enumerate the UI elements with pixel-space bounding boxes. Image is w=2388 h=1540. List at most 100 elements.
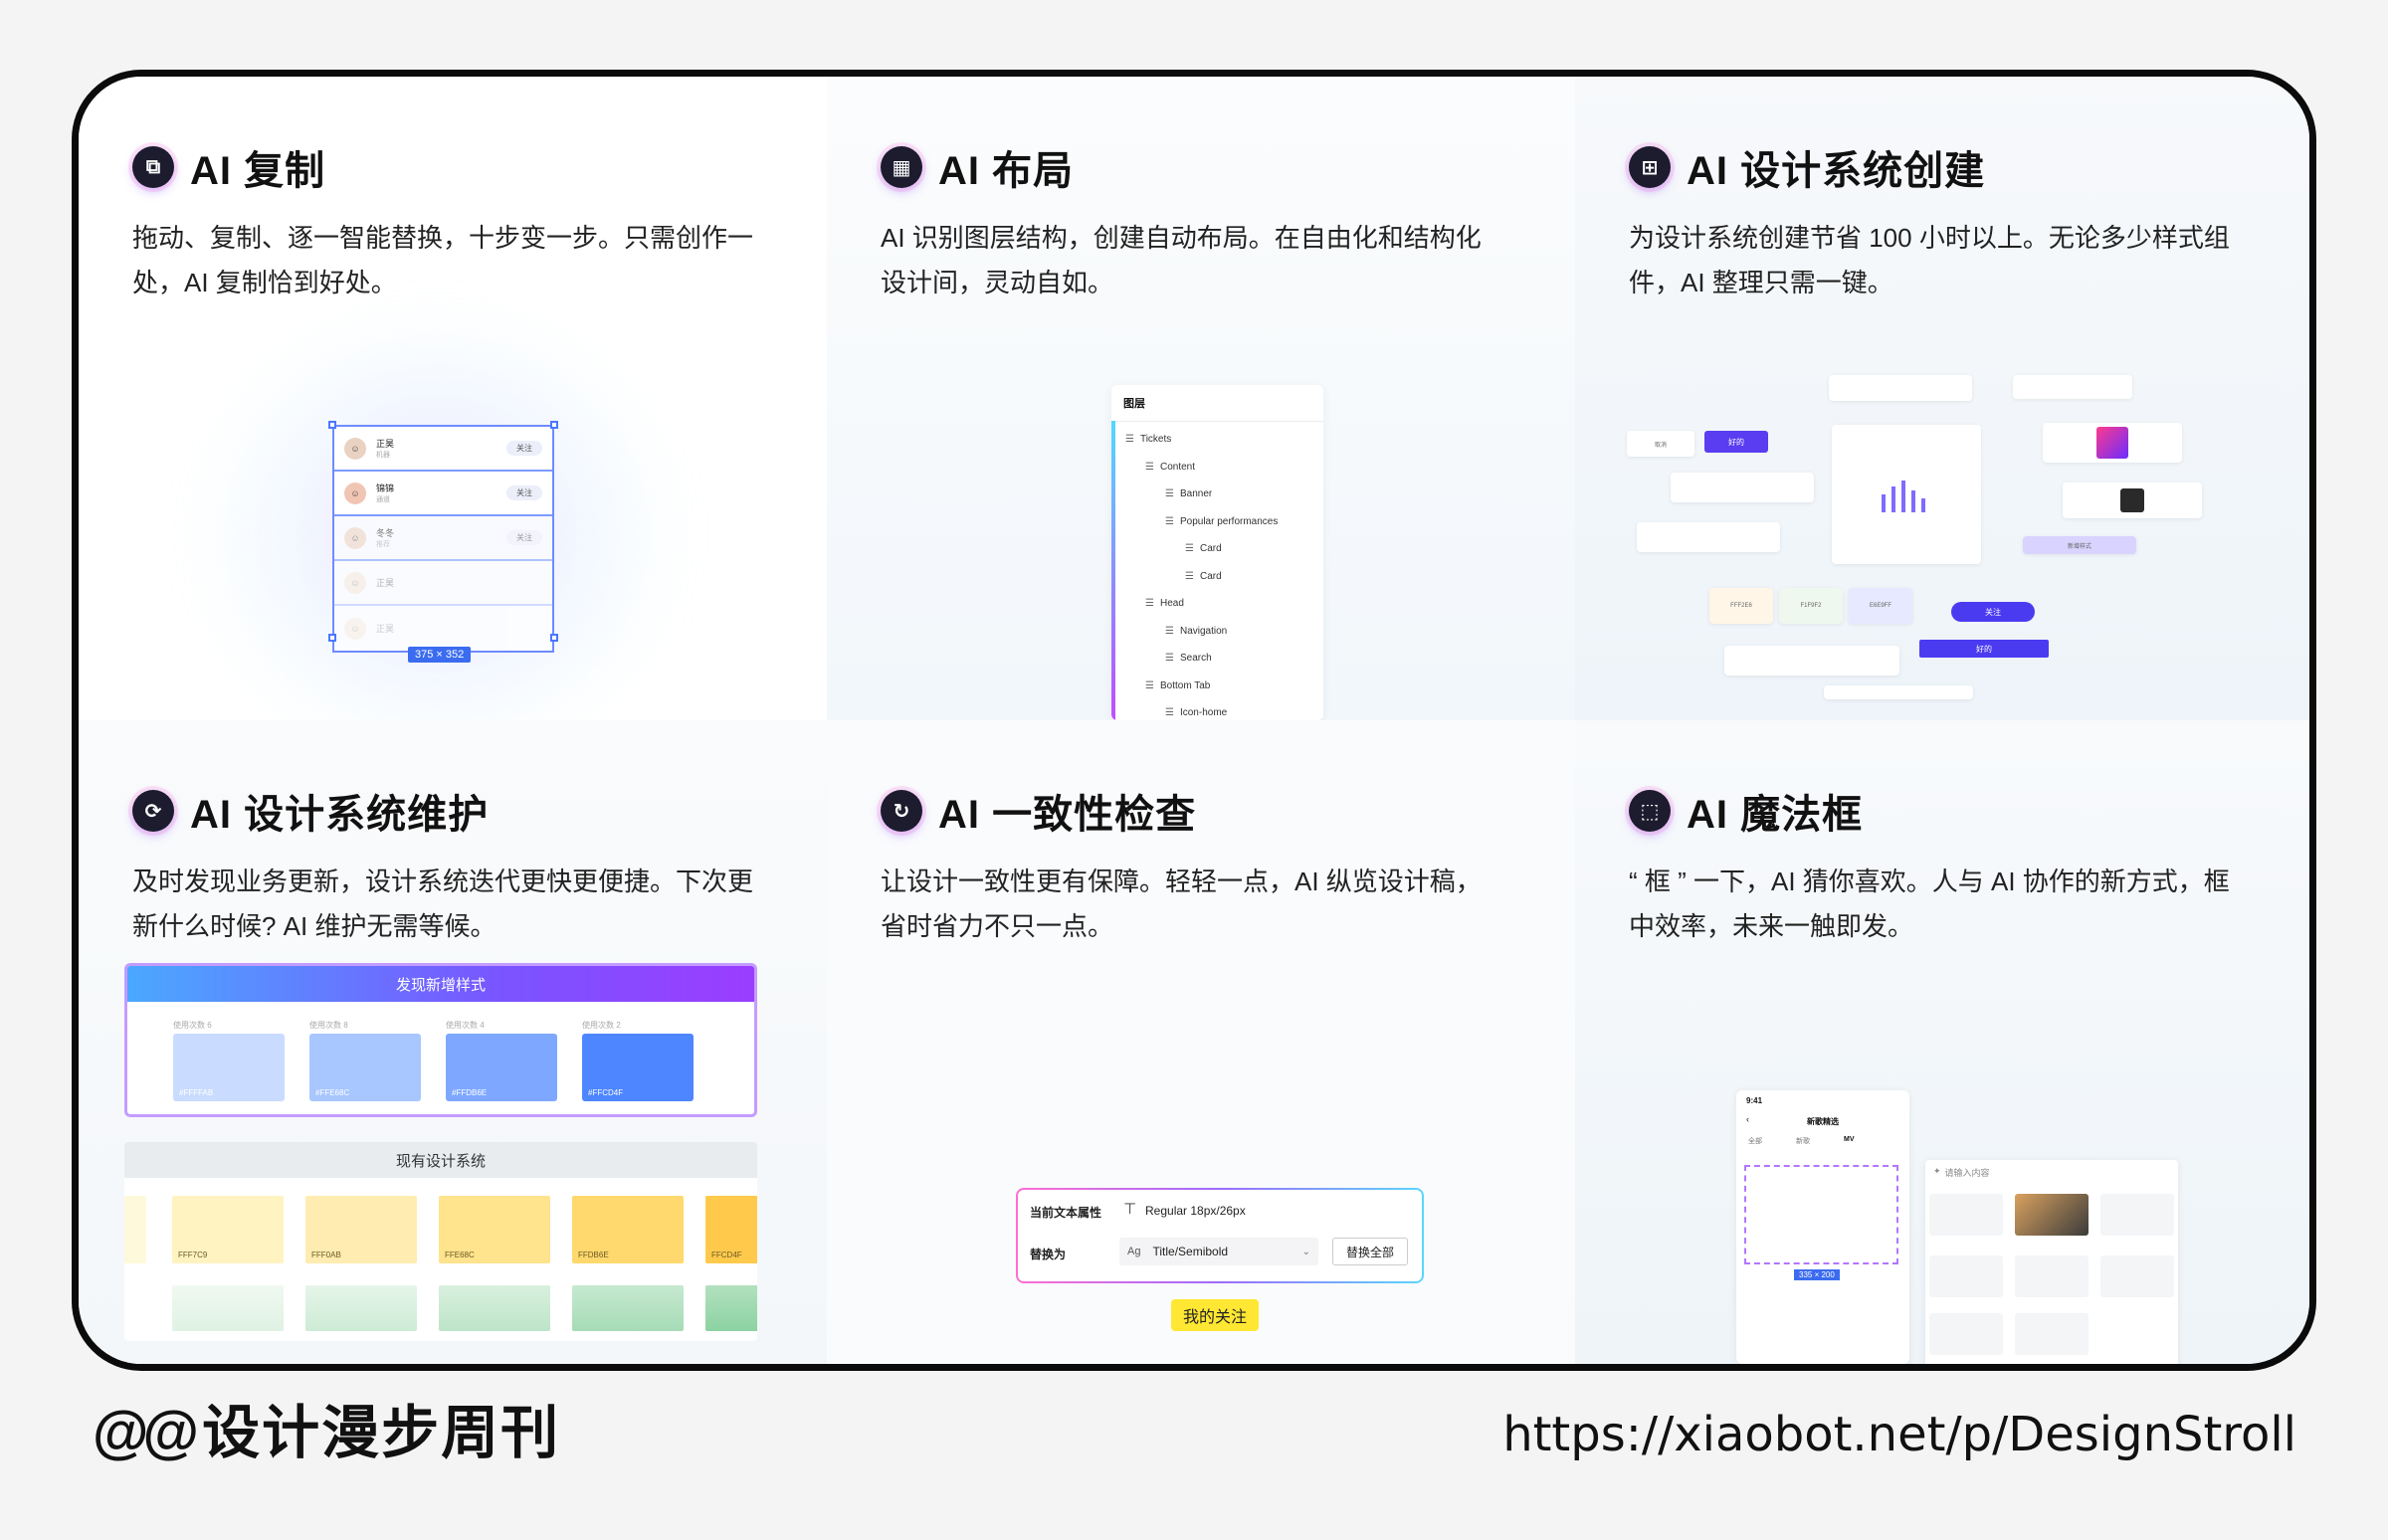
new-style-chip: 新增样式	[2023, 536, 2136, 554]
component-preview	[1829, 375, 1972, 401]
phone-mockup: 9:41 ‹ 新歌精选 全部 新歌 MV 335 × 200	[1736, 1090, 1909, 1364]
card-title: AI 布局	[938, 149, 1075, 193]
card-ai-consistency: ↻ AI 一致性检查 让设计一致性更有保障。轻轻一点，AI 纵览设计稿， 省时省…	[827, 720, 1575, 1364]
suggestion-item[interactable]	[1929, 1194, 2003, 1236]
color-swatch[interactable]: FFE68C	[439, 1196, 550, 1263]
suggestion-item[interactable]	[2015, 1194, 2089, 1236]
suggestion-item[interactable]	[1929, 1313, 2003, 1355]
magic-frame-icon: ⬚	[1629, 790, 1671, 832]
card-title: AI 设计系统创建	[1687, 149, 1986, 193]
color-swatch[interactable]: FFCD4F	[705, 1196, 757, 1263]
layer-item[interactable]: ☰Head	[1145, 598, 1184, 610]
tab-new[interactable]: 新歌	[1796, 1138, 1810, 1145]
replace-style-select[interactable]: Ag Title/Semibold ⌄	[1119, 1238, 1318, 1265]
layer-icon: ☰	[1165, 515, 1174, 527]
text-style-icon: ⊤	[1123, 1201, 1137, 1218]
suggestion-item[interactable]	[2015, 1313, 2089, 1355]
card-title: AI 一致性检查	[938, 793, 1197, 837]
brand-name: 设计漫步周刊	[202, 1401, 561, 1465]
card-ai-system-create: ⊞ AI 设计系统创建 为设计系统创建节省 100 小时以上。无论多少样式组 件…	[1575, 77, 2309, 720]
layer-icon: ☰	[1145, 679, 1154, 691]
list-item: ☺ 正昊	[334, 606, 552, 651]
new-styles-panel: 发现新增样式 使用次数 6 使用次数 8 使用次数 4 使用次数 2 #FFFF…	[124, 963, 757, 1117]
layer-item[interactable]: ☰Search	[1165, 653, 1212, 665]
card-header: ⊞ AI 设计系统创建	[1629, 138, 1985, 196]
layer-item[interactable]: ☰Navigation	[1165, 625, 1228, 637]
status-time: 9:41	[1746, 1096, 1763, 1105]
card-header: ⟳ AI 设计系统维护	[132, 782, 489, 840]
ok-button[interactable]: 好的	[1704, 431, 1768, 453]
card-header: ▦ AI 布局	[881, 138, 1074, 196]
stepper-preview	[1824, 685, 1973, 699]
color-swatch[interactable]: #FFFFAB	[173, 1034, 285, 1101]
suggestion-item[interactable]	[2100, 1194, 2174, 1236]
replace-all-button[interactable]: 替换全部	[1332, 1238, 1408, 1265]
layer-item[interactable]: ☰Tickets	[1125, 434, 1172, 446]
layer-icon: ☰	[1145, 598, 1154, 610]
create-system-icon: ⊞	[1629, 146, 1671, 188]
layer-item[interactable]: ☰Banner	[1165, 488, 1213, 500]
brand: @@ 设计漫步周刊	[92, 1405, 560, 1462]
list-item: ☺ 锦锦通道 关注	[334, 472, 552, 516]
suggestion-item[interactable]	[2100, 1255, 2174, 1297]
color-swatch[interactable]: FFF0AB	[305, 1196, 417, 1263]
color-swatch[interactable]: #FFE68C	[309, 1034, 421, 1101]
layer-item[interactable]: ☰Card	[1185, 543, 1222, 555]
card-header: ⧉ AI 复制	[132, 138, 325, 196]
card-title: AI 魔法框	[1687, 793, 1864, 837]
consistency-check-panel: 当前文本属性 ⊤ Regular 18px/26px 替换为 Ag Title/…	[1016, 1188, 1424, 1283]
tab-all[interactable]: 全部	[1748, 1138, 1762, 1145]
layer-item[interactable]: ☰Bottom Tab	[1145, 679, 1211, 691]
card-header: ⬚ AI 魔法框	[1629, 782, 1863, 840]
current-text-value: Regular 18px/26px	[1145, 1204, 1246, 1218]
list-preview	[1637, 522, 1780, 552]
layer-item[interactable]: ☰Popular performances	[1165, 515, 1279, 527]
layer-icon: ☰	[1165, 625, 1174, 637]
follow-button[interactable]: 关注	[506, 485, 542, 500]
layer-item[interactable]: ☰Card	[1185, 570, 1222, 582]
panel-title: 现有设计系统	[124, 1142, 757, 1178]
media-card	[2043, 423, 2182, 463]
follow-button[interactable]: 关注	[1951, 602, 2035, 622]
back-icon[interactable]: ‹	[1746, 1114, 1749, 1124]
layer-item[interactable]: ☰Content	[1145, 461, 1195, 473]
copy-demo-list: ☺ 正昊机器 关注 ☺ 锦锦通道 关注 ☺ 冬冬推荐 关注 ☺ 正昊 ☺ 正昊	[332, 425, 554, 653]
color-chip: F1F9F2	[1779, 588, 1843, 624]
color-swatch[interactable]: #FFCD4F	[582, 1034, 694, 1101]
suggestion-panel: ✦请输入内容	[1925, 1160, 2178, 1364]
layer-item[interactable]: ☰Icon-home	[1165, 707, 1228, 719]
color-chip: E6E9FF	[1849, 588, 1912, 624]
layer-icon: ☰	[1165, 488, 1174, 500]
media-card	[2063, 482, 2202, 518]
panel-title: 发现新增样式	[127, 966, 754, 1002]
consistency-check-icon: ↻	[881, 790, 922, 832]
suggestion-item[interactable]	[1929, 1255, 2003, 1297]
card-header: ↻ AI 一致性检查	[881, 782, 1196, 840]
layer-icon: ☰	[1125, 434, 1134, 446]
sparkle-icon: ✦	[1933, 1166, 1941, 1176]
magic-selection-frame[interactable]	[1744, 1165, 1898, 1264]
color-swatch[interactable]: FFF7C9	[172, 1196, 284, 1263]
tab-mv[interactable]: MV	[1844, 1136, 1855, 1143]
ok-button[interactable]: 好的	[1919, 640, 2049, 658]
chart-card	[1832, 425, 1981, 564]
color-swatch[interactable]: FFDB6E	[572, 1196, 684, 1263]
list-item: ☺ 正昊机器 关注	[334, 427, 552, 472]
color-swatch[interactable]: #FFDB6E	[446, 1034, 557, 1101]
card-description: AI 识别图层结构，创建自动布局。在自由化和结构化 设计间，灵动自如。	[881, 223, 1482, 297]
page-title: 新歌精选	[1807, 1117, 1839, 1126]
footer-url[interactable]: https://xiaobot.net/p/DesignStroll	[1502, 1407, 2296, 1462]
layer-icon: ☰	[1145, 461, 1154, 473]
follow-button[interactable]: 关注	[506, 441, 542, 456]
current-text-label: 当前文本属性	[1030, 1206, 1102, 1220]
list-item: ☺ 冬冬推荐 关注	[334, 516, 552, 561]
color-chip: FFF2E6	[1709, 588, 1773, 624]
component-preview	[2013, 375, 2132, 399]
follow-button[interactable]: 关注	[506, 530, 542, 545]
layer-icon: ☰	[1185, 543, 1194, 555]
font-icon: Ag	[1127, 1246, 1141, 1257]
copy-icon: ⧉	[132, 146, 174, 188]
cancel-button[interactable]: 取消	[1627, 431, 1694, 457]
suggestion-search[interactable]: ✦请输入内容	[1933, 1166, 1990, 1178]
suggestion-item[interactable]	[2015, 1255, 2089, 1297]
